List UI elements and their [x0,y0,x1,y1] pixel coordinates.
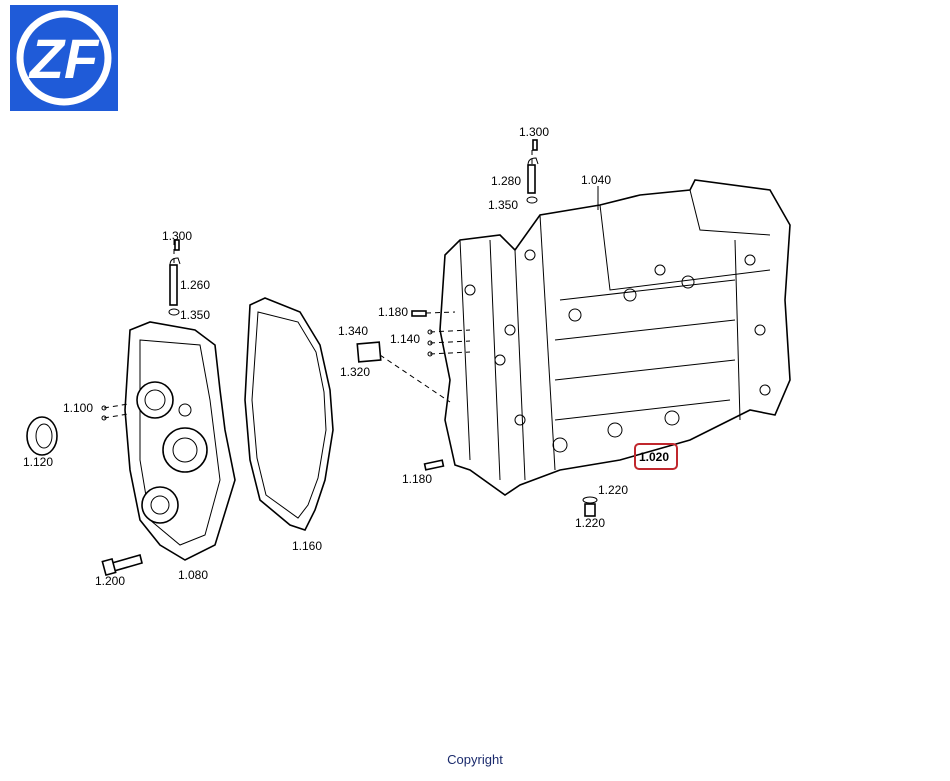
transmission-housing[interactable] [439,179,791,496]
bolt-1200[interactable] [101,554,143,577]
label-1180-lower[interactable]: 1.180 [402,472,432,486]
label-1350-left[interactable]: 1.350 [180,308,210,322]
label-1080[interactable]: 1.080 [178,568,208,582]
label-1300-left[interactable]: 1.300 [162,229,192,243]
studs-1140[interactable] [427,329,471,357]
studs-1100[interactable] [101,403,129,421]
breather-left[interactable] [168,239,181,316]
logo-background [10,5,118,111]
logo-text: ZF [28,27,100,90]
drain-plug[interactable] [582,496,598,517]
copyright-text[interactable]: Copyright [447,752,503,767]
label-1300-top[interactable]: 1.300 [519,125,549,139]
label-1140[interactable]: 1.140 [390,332,420,346]
label-1320[interactable]: 1.320 [340,365,370,379]
breather-top[interactable] [526,139,539,204]
label-1350-top[interactable]: 1.350 [488,198,518,212]
highlight-box-1020 [634,443,678,470]
gasket[interactable] [244,297,334,531]
pin-upper[interactable] [411,310,427,317]
zf-logo: ZF [10,5,118,111]
pin-lower[interactable] [423,459,445,471]
label-1200[interactable]: 1.200 [95,574,125,588]
label-1040[interactable]: 1.040 [581,173,611,187]
front-cover[interactable] [124,321,236,561]
label-1260[interactable]: 1.260 [180,278,210,292]
leader-pin-upper [425,311,456,314]
leader-cover-plate [379,354,451,403]
label-1180-upper[interactable]: 1.180 [378,305,408,319]
logo-ring [16,10,112,106]
label-1120[interactable]: 1.120 [23,455,53,469]
cover-plate[interactable] [356,341,382,363]
label-1220-upper[interactable]: 1.220 [598,483,628,497]
seal-ring[interactable] [26,416,58,456]
label-1100[interactable]: 1.100 [63,401,93,415]
label-1160[interactable]: 1.160 [292,539,322,553]
label-1020[interactable]: 1.020 [639,450,669,464]
label-1220-lower[interactable]: 1.220 [575,516,605,530]
label-1280[interactable]: 1.280 [491,174,521,188]
label-1340[interactable]: 1.340 [338,324,368,338]
